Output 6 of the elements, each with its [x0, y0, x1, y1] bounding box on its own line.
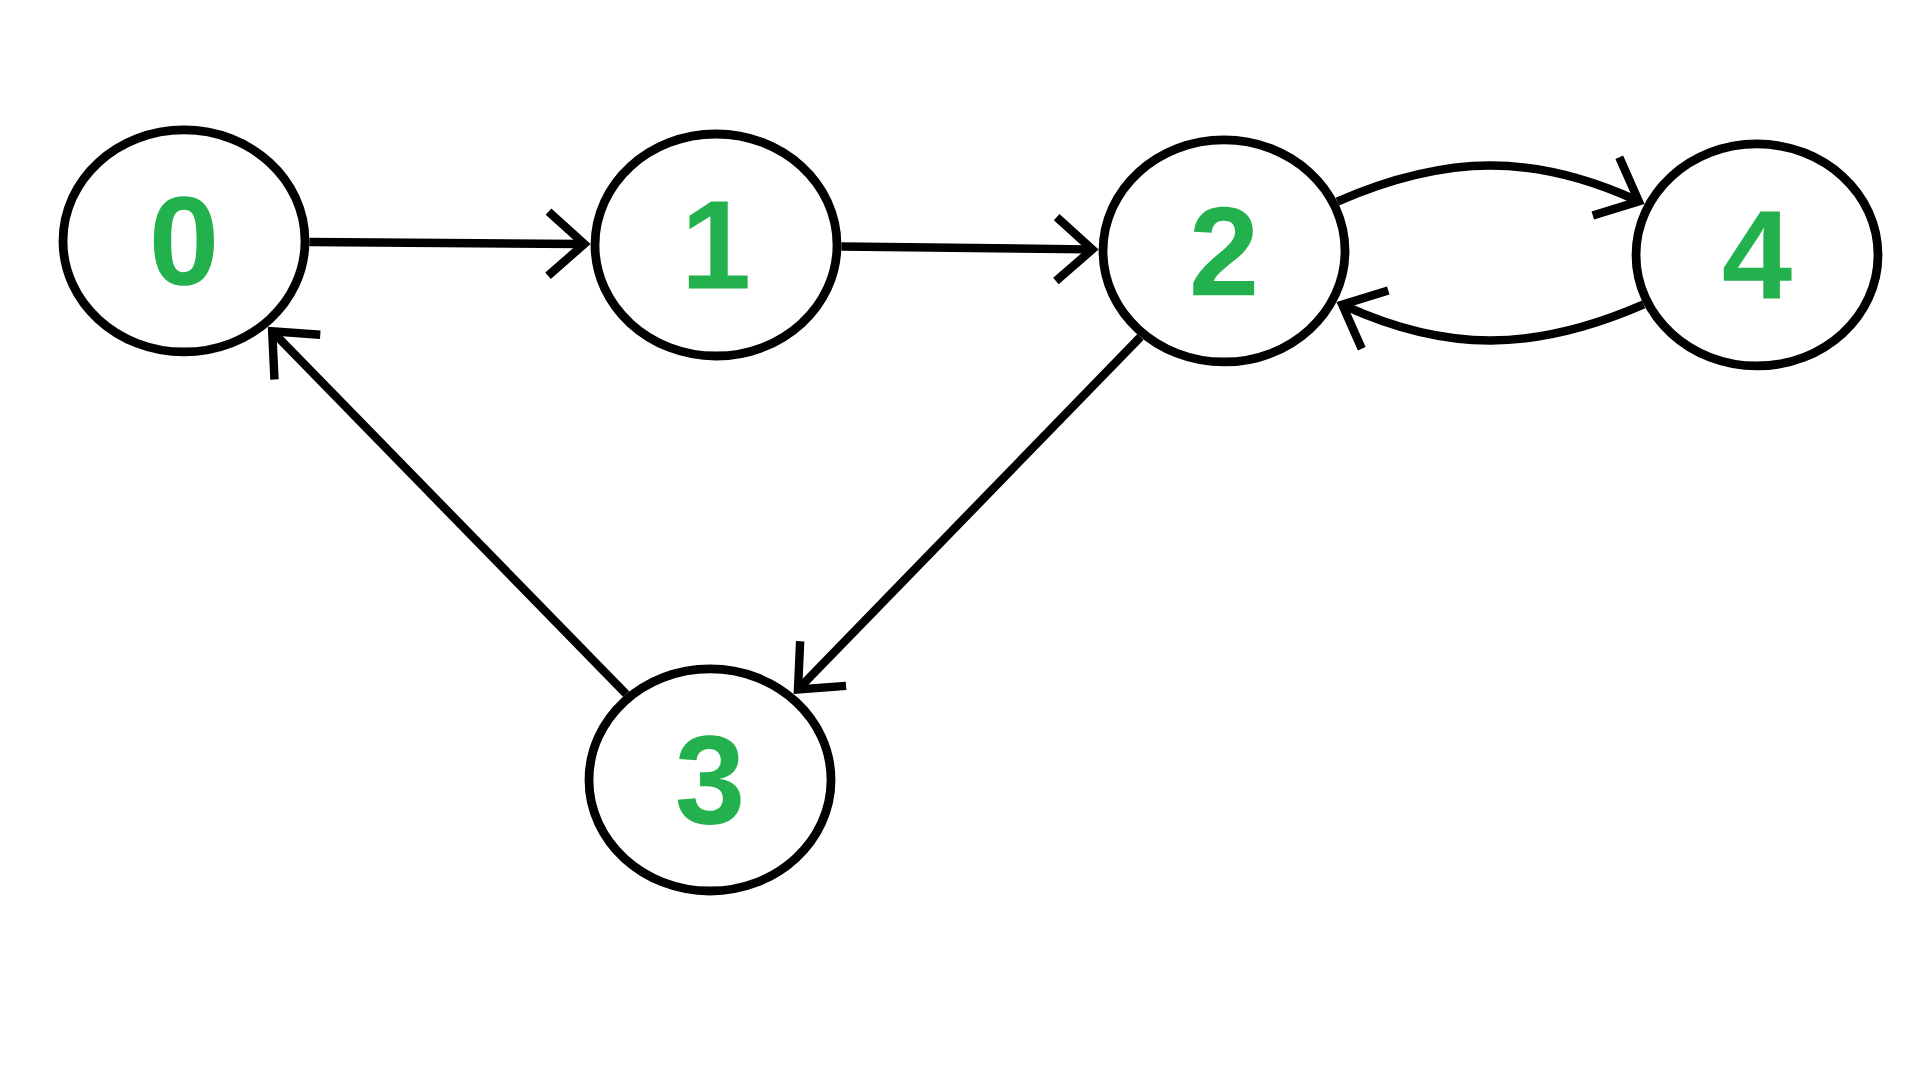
arrow	[841, 213, 1099, 285]
arrow	[267, 326, 630, 698]
arrow	[309, 208, 591, 279]
arrow	[1336, 286, 1646, 351]
arrow	[793, 334, 1144, 694]
arrow	[1335, 155, 1645, 220]
